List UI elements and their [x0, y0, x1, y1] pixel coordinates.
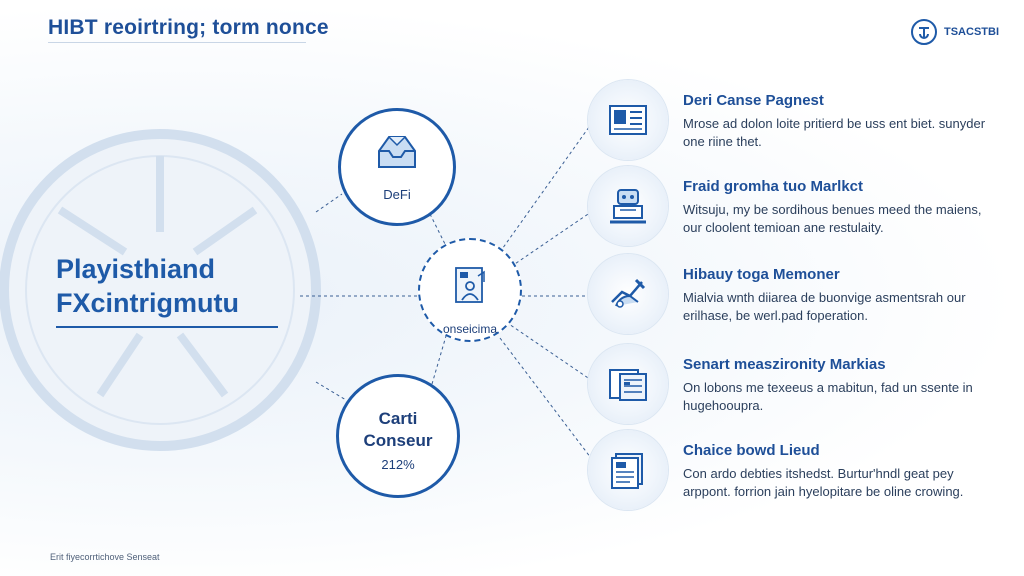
main-heading-line-1: Playisthiand	[56, 254, 216, 284]
item-icon-circle	[588, 254, 668, 334]
item-title: Senart measzironity Markias	[683, 356, 886, 373]
item-title: Hibauy toga Memoner	[683, 266, 840, 283]
list-item: Senart measzironity Markias On lobons me…	[588, 344, 1008, 428]
logo-mark-icon	[911, 19, 937, 45]
item-title: Chaice bowd Lieud	[683, 442, 820, 459]
heading-underline	[56, 326, 278, 328]
footer-text: Erit fiyecorrtichove Senseat	[50, 552, 160, 562]
spreadsheet-icon	[609, 369, 647, 401]
list-item: Chaice bowd Lieud Con ardo debties itshe…	[588, 430, 1008, 514]
center-node-label: onseicima	[442, 322, 498, 336]
item-description: On lobons me texeeus a mabitun, fad un s…	[683, 380, 973, 413]
list-item: Hibauy toga Memoner Mialvia wnth diiarea…	[588, 254, 1008, 338]
page-title: HIBT reoirtring; torm nonce	[48, 16, 329, 39]
document-cards-icon	[609, 105, 647, 135]
item-description: Con ardo debties itshedst. Burtur'hndl g…	[683, 466, 964, 499]
person-document-icon	[455, 267, 485, 303]
item-icon-circle	[588, 80, 668, 160]
main-heading: Playisthiand FXcintrigmutu	[56, 252, 239, 320]
handshake-icon	[611, 278, 646, 308]
item-title: Deri Canse Pagnest	[683, 92, 824, 109]
item-description: Witsuju, my be sordihous benues meed the…	[683, 202, 982, 235]
item-icon-circle	[588, 344, 668, 424]
inbox-tray-icon	[378, 136, 416, 168]
logo-text: TSACSTBI	[944, 26, 999, 38]
defi-node: DeFi	[338, 108, 456, 226]
item-description: Mialvia wnth diiarea de buonvige asments…	[683, 290, 966, 323]
list-item: Deri Canse Pagnest Mrose ad dolon loite …	[588, 80, 1008, 164]
center-node: onseicima	[418, 238, 522, 342]
brand-logo: TSACSTBI	[910, 18, 999, 46]
main-heading-line-2: FXcintrigmutu	[56, 288, 239, 318]
title-underline	[48, 42, 306, 43]
item-icon-circle	[588, 430, 668, 510]
bottom-node: Carti Conseur 212%	[336, 374, 460, 498]
building-robot-icon	[610, 189, 646, 224]
bottom-node-value: 212%	[381, 457, 415, 472]
bottom-node-title: Carti	[378, 409, 418, 428]
list-item: Fraid gromha tuo Marlkct Witsuju, my be …	[588, 166, 1008, 250]
item-title: Fraid gromha tuo Marlkct	[683, 178, 864, 195]
stacked-documents-icon	[611, 453, 643, 489]
bottom-node-subtitle: Conseur	[363, 431, 433, 450]
defi-node-label: DeFi	[383, 187, 411, 202]
item-icon-circle	[588, 166, 668, 246]
item-description: Mrose ad dolon loite pritierd be uss ent…	[683, 116, 986, 149]
